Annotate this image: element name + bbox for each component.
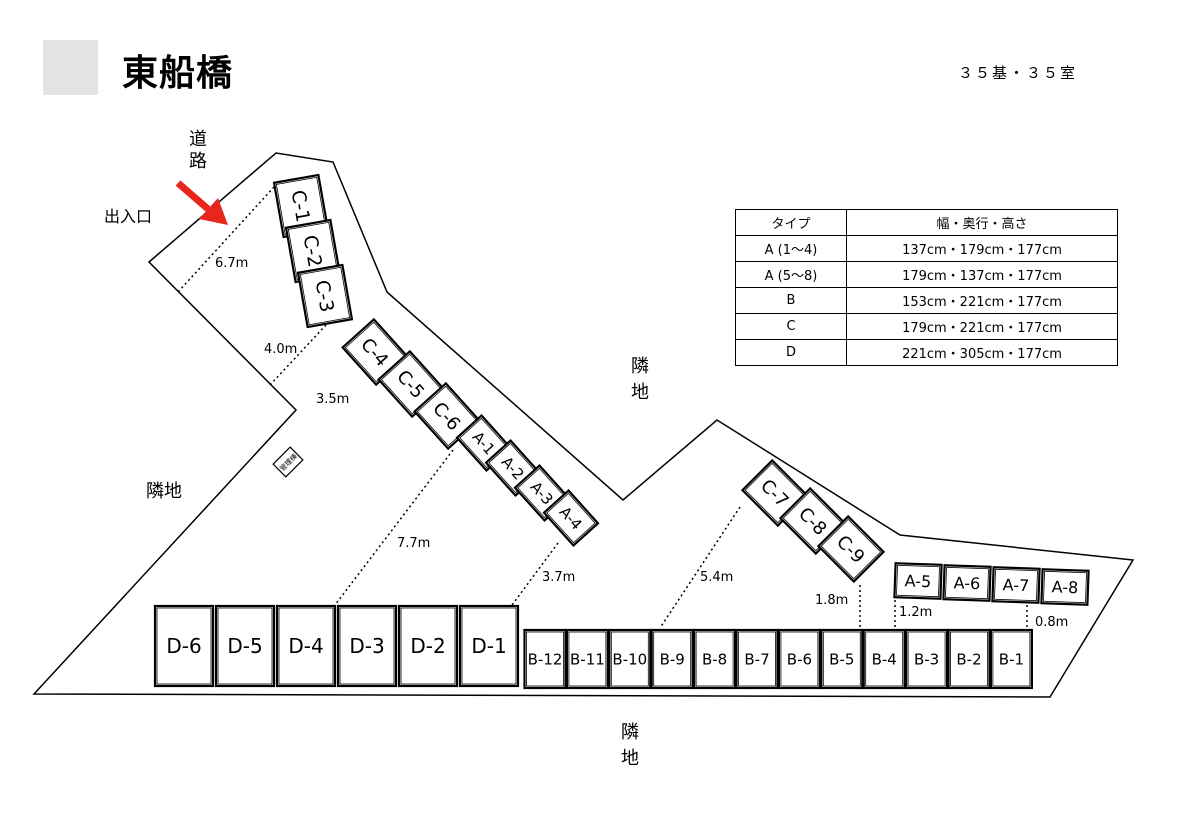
table-cell: B (735, 287, 847, 314)
unit-A-5: A-5 (893, 562, 943, 600)
unit-label: B-3 (914, 650, 939, 668)
unit-B-9: B-9 (650, 628, 694, 690)
distance-label: 4.0m (264, 342, 297, 357)
table-cell: 179cm・137cm・177cm (846, 261, 1118, 288)
unit-B-6: B-6 (777, 628, 822, 690)
unit-B-7: B-7 (735, 628, 779, 690)
distance-label: 7.7m (397, 536, 430, 551)
unit-B-3: B-3 (904, 628, 949, 690)
entrance-arrow-icon (175, 180, 228, 225)
unit-label: D-4 (288, 634, 323, 658)
table-row: D 221cm・305cm・177cm (735, 339, 1118, 366)
unit-B-4: B-4 (862, 628, 906, 690)
unit-label: B-6 (787, 650, 812, 668)
unit-label: B-5 (829, 650, 854, 668)
distance-label: 1.8m (815, 593, 848, 608)
unit-B-5: B-5 (820, 628, 864, 690)
unit-label: B-12 (528, 650, 563, 668)
table-cell: A (5〜8) (735, 261, 847, 288)
management-office: 管理棟 (272, 446, 304, 478)
table-row: B 153cm・221cm・177cm (735, 287, 1118, 314)
table-row: A (1〜4) 137cm・179cm・177cm (735, 235, 1118, 262)
unit-D-1: D-1 (458, 604, 520, 688)
table-cell: C (735, 313, 847, 340)
unit-label: B-9 (660, 650, 685, 668)
distance-label: 3.5m (316, 392, 349, 407)
neighbor-label-left: 隣地 (146, 481, 182, 502)
unit-label: A-5 (904, 571, 931, 591)
distance-label: 1.2m (899, 605, 932, 620)
unit-label: B-10 (612, 650, 647, 668)
unit-B-12: B-12 (523, 628, 567, 690)
table-cell: 153cm・221cm・177cm (846, 287, 1118, 314)
unit-A-7: A-7 (991, 566, 1041, 604)
table-row: C 179cm・221cm・177cm (735, 313, 1118, 340)
distance-label: 0.8m (1035, 615, 1068, 630)
unit-B-10: B-10 (608, 628, 652, 690)
distance-label: 5.4m (700, 570, 733, 585)
table-cell: D (735, 339, 847, 366)
page-title: 東船橋 (122, 53, 234, 94)
unit-label: B-8 (702, 650, 727, 668)
distance-label: 6.7m (215, 256, 248, 271)
unit-D-3: D-3 (336, 604, 398, 688)
unit-B-2: B-2 (947, 628, 991, 690)
distance-label: 3.7m (542, 570, 575, 585)
unit-label: B-1 (999, 650, 1024, 668)
neighbor-label-top: 隣 (631, 356, 649, 377)
unit-label: D-6 (166, 634, 201, 658)
unit-label: B-7 (744, 650, 769, 668)
table-cell: 221cm・305cm・177cm (846, 339, 1118, 366)
header-color-box (43, 40, 98, 95)
table-header-type: タイプ (735, 209, 847, 236)
unit-A-6: A-6 (942, 564, 992, 602)
unit-C-9: C-9 (816, 514, 886, 584)
unit-label: B-2 (956, 650, 981, 668)
unit-label: B-11 (570, 650, 605, 668)
unit-label: A-7 (1002, 575, 1029, 595)
unit-D-5: D-5 (214, 604, 276, 688)
road-label: 道 (189, 129, 207, 150)
neighbor-label-top: 地 (631, 382, 649, 403)
unit-label: D-3 (349, 634, 384, 658)
unit-D-4: D-4 (275, 604, 337, 688)
unit-label: A-6 (953, 573, 980, 593)
unit-A-8: A-8 (1040, 568, 1090, 606)
unit-label: D-1 (471, 634, 506, 658)
road-label: 路 (189, 151, 207, 172)
unit-size-table: タイプ 幅・奥行・高さ A (1〜4) 137cm・179cm・177cm A … (735, 209, 1118, 366)
neighbor-label-bottom: 地 (621, 748, 639, 769)
unit-count: ３５基・３５室 (958, 64, 1078, 82)
unit-C-3: C-3 (296, 263, 354, 329)
lot-outline-upper (32, 152, 1135, 698)
distance-guides (177, 186, 1028, 629)
unit-B-8: B-8 (692, 628, 737, 690)
unit-label: D-5 (227, 634, 262, 658)
table-cell: 137cm・179cm・177cm (846, 235, 1118, 262)
table-cell: 179cm・221cm・177cm (846, 313, 1118, 340)
table-header-row: タイプ 幅・奥行・高さ (735, 209, 1118, 236)
table-row: A (5〜8) 179cm・137cm・177cm (735, 261, 1118, 288)
unit-B-11: B-11 (565, 628, 610, 690)
unit-A-4: A-4 (542, 489, 600, 547)
unit-label: D-2 (410, 634, 445, 658)
unit-D-6: D-6 (153, 604, 215, 688)
entrance-label: 出入口 (104, 207, 152, 226)
unit-D-2: D-2 (397, 604, 459, 688)
neighbor-label-bottom: 隣 (621, 722, 639, 743)
unit-label: A-8 (1051, 577, 1078, 597)
unit-B-1: B-1 (989, 628, 1034, 690)
table-header-dimensions: 幅・奥行・高さ (846, 209, 1118, 236)
unit-label: B-4 (872, 650, 897, 668)
table-cell: A (1〜4) (735, 235, 847, 262)
